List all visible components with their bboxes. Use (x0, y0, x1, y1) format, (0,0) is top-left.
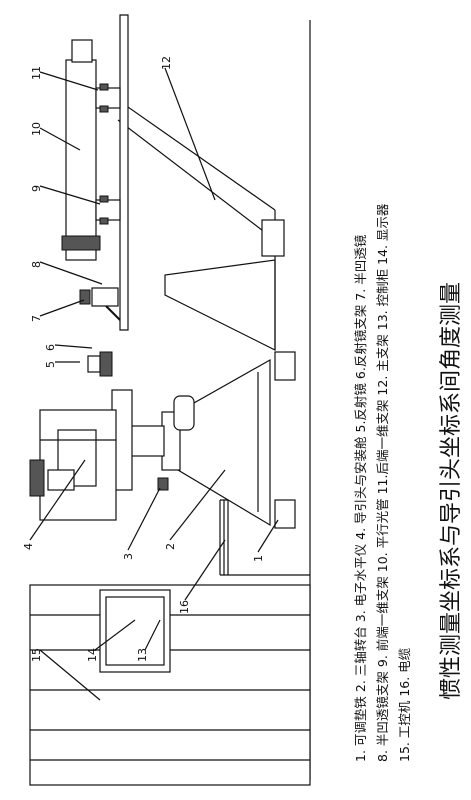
monitor (99, 589, 171, 673)
machine-drawing: 1 2 3 4 5 6 7 8 9 10 (22, 14, 311, 786)
label-1: 1 (252, 555, 265, 562)
mirror (99, 351, 113, 377)
label-3: 3 (122, 553, 135, 560)
adjustable-pad-1 (274, 499, 296, 529)
legend-line-2: 8. 半凹透镜支架 9. 前端一维支架 10. 平行光管 11.后端一维支架 1… (375, 203, 390, 762)
cabin-window (47, 469, 75, 491)
label-5: 5 (44, 361, 57, 368)
legend-line-3: 15. 工控机 16. 电缆 (397, 647, 412, 762)
turntable-hub (173, 395, 195, 431)
semi-concave-lens (79, 287, 121, 321)
label-7: 7 (30, 315, 43, 322)
main-support (117, 14, 285, 351)
label-12: 12 (160, 56, 173, 70)
label-2: 2 (164, 543, 177, 550)
turntable-column (129, 425, 165, 457)
electronic-level (157, 477, 169, 491)
adjustable-pad-2 (274, 351, 296, 381)
mirror-bracket (87, 355, 101, 373)
rear-bracket (95, 87, 121, 109)
label-6: 6 (44, 344, 57, 351)
collimator-cap (71, 39, 93, 63)
label-16: 16 (178, 600, 191, 614)
collimator-tube (65, 59, 97, 261)
control-cabinet (29, 584, 311, 786)
callouts: 1 2 3 4 5 6 7 8 9 10 (22, 56, 279, 701)
seeker-cabin (29, 351, 117, 521)
legend-block: 1. 可调垫铁 2. 三轴转台 3. 电子水平仪 4. 导引头与安装舱 5.反射… (353, 203, 412, 762)
label-4: 4 (22, 543, 35, 550)
label-15: 15 (30, 648, 43, 662)
collimator (61, 39, 121, 261)
lens-bracket (91, 287, 119, 307)
front-bracket (95, 199, 121, 221)
support-top (164, 259, 276, 351)
three-axis-turntable (111, 358, 271, 527)
label-10: 10 (30, 122, 43, 136)
lens (79, 289, 91, 305)
label-8: 8 (30, 261, 43, 268)
label-14: 14 (86, 648, 99, 662)
legend-line-1: 1. 可调垫铁 2. 三轴转台 3. 电子水平仪 4. 导引头与安装舱 5.反射… (353, 234, 368, 762)
support-plate (119, 14, 129, 331)
support-pad (261, 219, 285, 257)
label-9: 9 (30, 185, 43, 192)
diagram-title: 惯性测量坐标系与导引头坐标系间角度测量 (439, 282, 464, 700)
collimator-lens-ring (61, 235, 101, 251)
cabin-connector (29, 459, 45, 497)
label-13: 13 (136, 648, 149, 662)
label-11: 11 (30, 66, 43, 80)
